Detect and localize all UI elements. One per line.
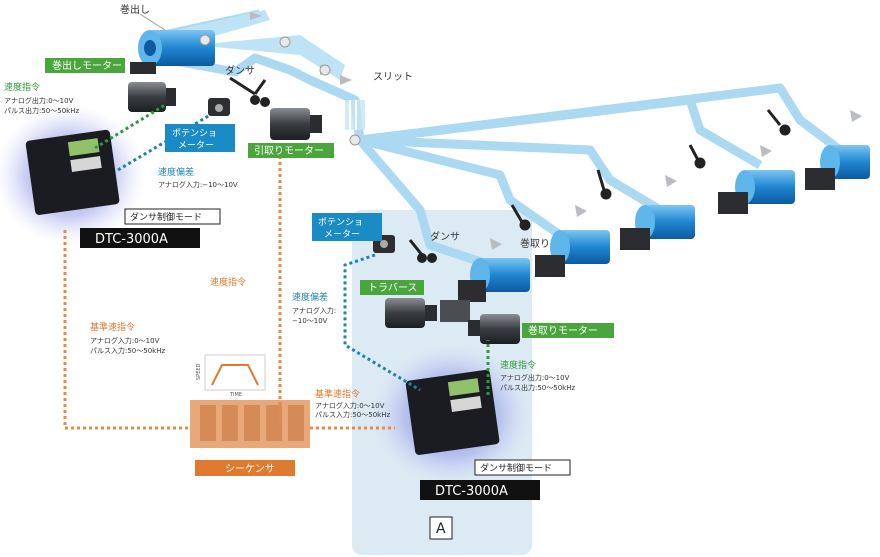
controller-top <box>0 105 145 245</box>
box-model-top <box>80 228 200 248</box>
tag-unwind-motor <box>45 58 125 73</box>
label-speed-dev-bottom-sub1: アナログ入力: <box>292 306 336 315</box>
label-pot-bottom-2: メーター <box>324 229 360 240</box>
slit-rolls <box>458 145 870 302</box>
label-unwind: 巻出し <box>120 3 150 16</box>
box-model-bottom <box>420 480 540 500</box>
label-panel-a: A <box>436 521 446 537</box>
signal-lines <box>63 103 490 430</box>
label-ref-speed-left-sub2: パルス入力:50～50kHz <box>90 346 165 355</box>
tag-potentiometer-top <box>165 124 235 152</box>
label-mode-bottom: ダンサ制御モード <box>480 462 552 474</box>
label-sequencer: シーケンサ <box>225 463 275 475</box>
graph-speed-label: SPEED <box>196 363 202 380</box>
label-mode-top: ダンサ制御モード <box>130 211 202 223</box>
label-speed-dev-bottom: 速度偏差 <box>292 291 328 303</box>
tag-traverse <box>360 280 424 295</box>
sequencer-unit <box>190 400 310 448</box>
web-paths <box>149 9 843 270</box>
label-pull-motor: 引取りモーター <box>254 145 324 157</box>
label-rewind-motor: 巻取りモーター <box>528 325 598 337</box>
label-dancer-bottom: ダンサ <box>430 230 460 243</box>
tag-potentiometer-bottom <box>312 213 382 241</box>
unwind-roll <box>130 30 215 74</box>
label-ref-speed-bottom-sub1: アナログ入力:0～10V <box>315 401 385 410</box>
tag-pull-motor <box>248 143 334 158</box>
potentiometer-top <box>208 98 230 116</box>
dancer-arm-top <box>229 76 270 107</box>
label-model-bottom: DTC-3000A <box>435 484 508 499</box>
label-ref-speed-bottom: 基準速指令 <box>315 388 360 400</box>
label-speed-dev-bottom-sub2: −10～10V <box>292 317 328 325</box>
label-traverse: トラバース <box>368 282 417 294</box>
label-pot-top-1: ポテンショ <box>172 128 217 139</box>
label-speed-cmd-left: 速度指令 <box>4 81 40 93</box>
label-speed-cmd-right-sub2: パルス出力:50～50kHz <box>500 383 575 392</box>
tag-rewind-motor <box>522 323 614 338</box>
label-speed-cmd-left-sub1: アナログ出力:0～10V <box>4 96 74 105</box>
label-ref-speed-left: 基準速指令 <box>90 321 135 333</box>
label-speed-dev-top-sub: アナログ入力:−10～10V <box>158 180 238 189</box>
slit-knives <box>345 100 365 130</box>
rewind-motor <box>468 314 520 344</box>
label-ref-speed-left-sub1: アナログ入力:0～10V <box>90 336 160 345</box>
speed-time-graph: SPEED TIME <box>196 354 266 398</box>
label-speed-cmd-left-sub2: パルス出力:50～50kHz <box>4 106 79 115</box>
branch-dancer-arms <box>510 109 791 231</box>
tag-sequencer <box>195 460 295 476</box>
box-mode-bottom <box>474 459 571 476</box>
label-rewind: 巻取り <box>520 238 550 250</box>
label-pot-top-2: メーター <box>178 140 214 151</box>
graph-time-label: TIME <box>229 392 242 398</box>
box-mode-top <box>124 208 221 225</box>
label-slit: スリット <box>373 72 413 83</box>
label-ref-speed-bottom-sub2: パルス入力:50～50kHz <box>315 410 390 419</box>
label-unwind-motor: 巻出しモーター <box>52 59 122 72</box>
idle-rollers <box>199 34 361 146</box>
label-pot-bottom-1: ポテンショ <box>318 217 363 228</box>
controller-bottom <box>372 345 532 485</box>
label-model-top: DTC-3000A <box>95 232 168 247</box>
label-speed-cmd-right-sub1: アナログ出力:0～10V <box>500 373 570 382</box>
label-speed-dev-top: 速度偏差 <box>158 166 194 178</box>
label-dancer-top: ダンサ <box>225 64 255 77</box>
flow-arrows <box>250 12 862 250</box>
leader-unwind <box>139 13 166 31</box>
pull-motor <box>270 108 322 140</box>
unwind-motor <box>128 82 176 112</box>
label-speed-cmd-mid: 速度指令 <box>210 276 246 288</box>
traverse-motor <box>385 298 470 328</box>
box-panel-a <box>429 516 453 540</box>
label-speed-cmd-right: 速度指令 <box>500 359 536 371</box>
dancer-arm-bottom <box>408 239 437 263</box>
